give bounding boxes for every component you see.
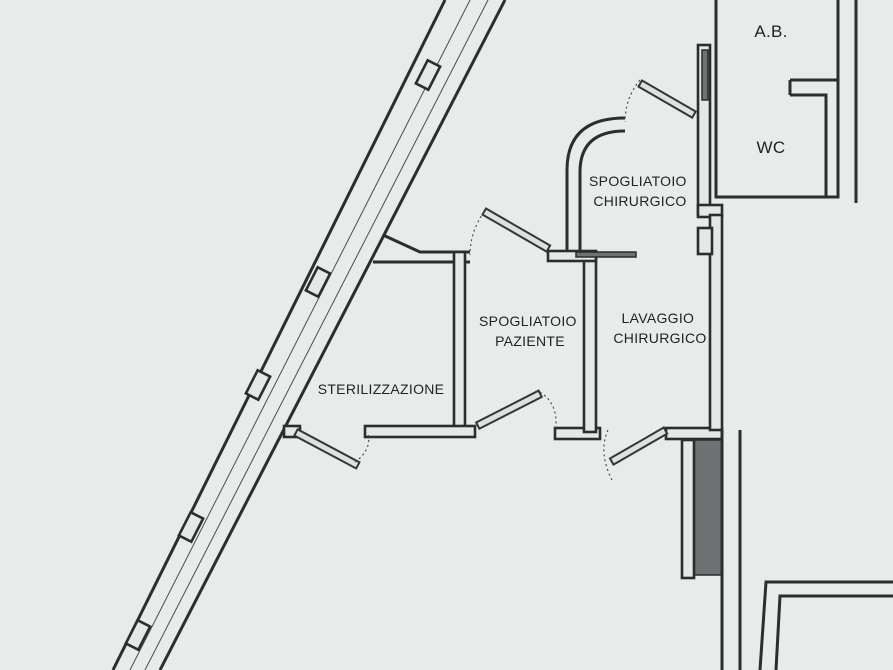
room-label-line: PAZIENTE [495,333,565,349]
room-label-spogliatoio-chirurgico: SPOGLIATOIO CHIRURGICO [589,173,691,209]
room-label-lavaggio-chirurgico: LAVAGGIO CHIRURGICO [613,310,706,346]
door-spogliatoio-chirurgico [624,79,698,123]
room-label-ab: A.B. [754,22,787,41]
facade-window-frames [124,58,442,652]
door-spogliatoio-paziente-top [469,207,552,256]
room-label-line: SPOGLIATOIO [479,313,577,329]
room-label-line: LAVAGGIO [622,310,695,326]
exterior-facade-wall [111,0,507,670]
sliding-door-panel [575,49,709,258]
room-label-line: CHIRURGICO [613,330,706,346]
room-label-spogliatoio-paziente: SPOGLIATOIO PAZIENTE [479,313,581,349]
door-lavaggio-chirurgico [603,426,669,481]
room-label-wc: WC [757,138,786,157]
room-label-sterilizzazione: STERILIZZAZIONE [318,381,445,397]
room-label-line: CHIRURGICO [593,193,686,209]
interior-walls [282,0,893,670]
door-spogliatoio-paziente-bottom [474,389,557,433]
door-sterilizzazione [293,428,370,470]
room-label-line: SPOGLIATOIO [589,173,687,189]
